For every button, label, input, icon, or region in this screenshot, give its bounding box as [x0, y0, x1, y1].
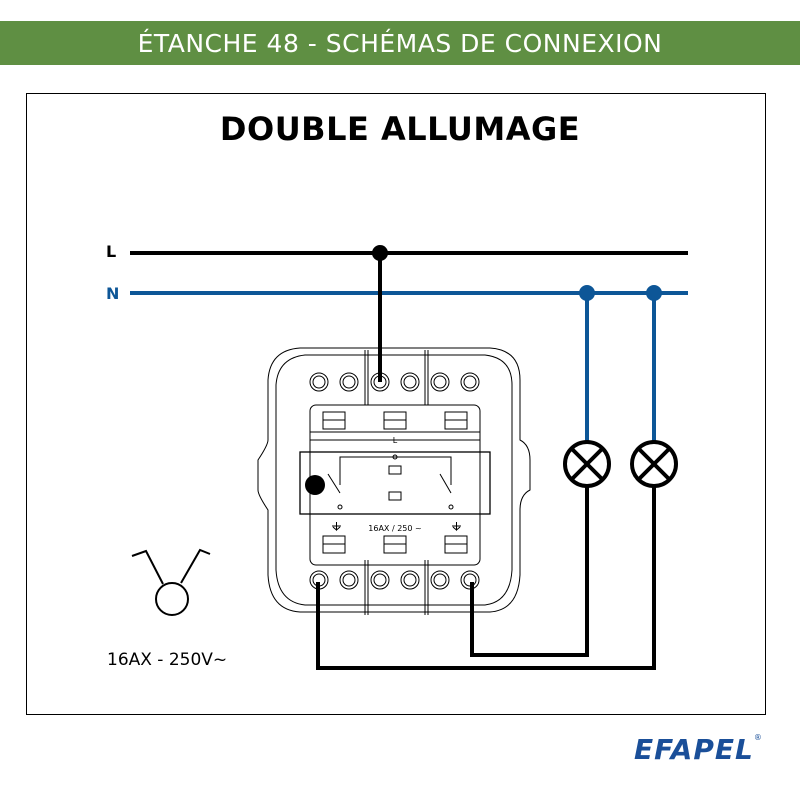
diagram-title: DOUBLE ALLUMAGE	[219, 110, 581, 148]
wire-label-line: L	[106, 242, 117, 261]
switch-center-label: L	[393, 436, 398, 445]
junction-dot-icon	[372, 245, 388, 261]
indicator-dot-icon	[305, 475, 325, 495]
switch-mechanism-icon	[257, 347, 531, 615]
brand-name: EFAPEL	[634, 733, 754, 766]
rating-label: 16AX - 250V~	[107, 650, 228, 670]
registered-mark: ®	[753, 733, 763, 742]
banner-title: ÉTANCHE 48 - SCHÉMAS DE CONNEXION	[137, 28, 663, 58]
double-switch-icon	[131, 548, 211, 616]
brand-logo: EFAPEL®	[634, 733, 763, 766]
return-wire-2	[316, 486, 656, 670]
return-wire-1	[470, 486, 589, 657]
junction-dot-icon	[646, 285, 662, 301]
wire-label-neutral: N	[106, 284, 120, 303]
switch-marking: 16AX / 250 ~	[368, 524, 421, 533]
header-banner: ÉTANCHE 48 - SCHÉMAS DE CONNEXION	[0, 21, 800, 65]
junction-dot-icon	[579, 285, 595, 301]
lamp-cross-icon	[630, 440, 678, 488]
lamp-cross-icon	[563, 440, 611, 488]
diagram-frame	[26, 93, 766, 715]
